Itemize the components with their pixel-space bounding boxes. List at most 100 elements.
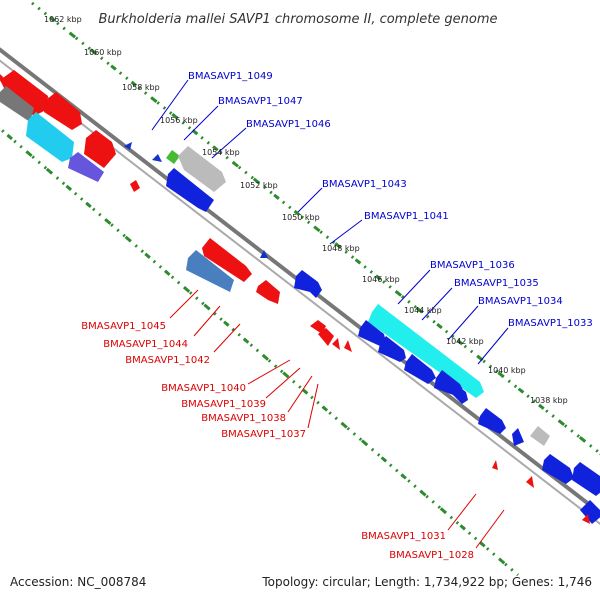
gene-feature [492, 460, 498, 470]
leader-line [183, 105, 219, 141]
gene-feature [310, 320, 326, 334]
gene-label[interactable]: BMASAVP1_1041 [364, 211, 449, 222]
leader-lines [151, 79, 509, 549]
gene-feature [130, 180, 140, 192]
gene-feature [332, 338, 340, 350]
ruler-tick [497, 371, 504, 378]
ruler-tick [89, 48, 97, 55]
gene-label[interactable]: BMASAVP1_1033 [508, 318, 593, 329]
ruler-tick [85, 201, 92, 208]
gene-feature [478, 408, 506, 434]
ruler-tick [124, 235, 132, 242]
gene-feature [0, 86, 34, 122]
gene-feature [260, 250, 268, 258]
ruler-tick [183, 286, 191, 293]
ruler-tick [144, 252, 151, 259]
gene-feature [542, 454, 574, 484]
gene-feature [178, 146, 226, 192]
ruler-tick [395, 290, 403, 297]
gene-label[interactable]: BMASAVP1_1035 [454, 278, 539, 289]
gene-feature [186, 250, 234, 292]
kbp-label: 1050 kbp [282, 213, 320, 222]
gene-feature [368, 304, 484, 398]
gene-feature [530, 426, 550, 446]
ruler-tick [223, 320, 230, 327]
gene-label[interactable]: BMASAVP1_1046 [246, 119, 331, 130]
gene-label[interactable]: BMASAVP1_1028 [389, 550, 474, 561]
leader-line [397, 269, 431, 305]
leader-line [477, 327, 509, 365]
kbp-label: 1052 kbp [240, 181, 278, 190]
ruler-tick [212, 145, 219, 152]
gene-label[interactable]: BMASAVP1_1045 [81, 321, 166, 332]
ruler-tick [558, 419, 566, 426]
gene-feature [358, 320, 386, 346]
ruler-tick [110, 64, 117, 71]
gene-label[interactable]: BMASAVP1_1038 [201, 413, 286, 424]
gene-feature [166, 168, 214, 212]
ruler-tick [273, 193, 280, 200]
kbp-label: 1048 kbp [322, 244, 360, 253]
ruler-tick [232, 161, 240, 168]
kbp-labels: 1062 kbp 1060 kbp 1058 kbp 1056 kbp 1054… [44, 15, 568, 405]
leader-line [151, 79, 189, 131]
leader-line [447, 493, 477, 531]
ruler-tick [26, 150, 33, 158]
ruler-tick [578, 436, 586, 443]
ruler-tick [456, 339, 464, 346]
gene-feature [256, 280, 280, 304]
ruler-tick [301, 388, 309, 395]
ruler-tick [538, 403, 545, 410]
gene-feature [202, 238, 252, 282]
ruler-tick [436, 322, 443, 330]
kbp-label: 1058 kbp [122, 83, 160, 92]
ruler-tick [400, 473, 407, 480]
gene-label[interactable]: BMASAVP1_1042 [125, 355, 210, 366]
ruler-tick [354, 258, 362, 265]
gene-label[interactable]: BMASAVP1_1037 [221, 429, 306, 440]
gene-label[interactable]: BMASAVP1_1036 [430, 260, 515, 271]
gene-feature [238, 264, 248, 276]
accession-text: Accession: NC_008784 [10, 575, 146, 589]
ruler-tick [203, 303, 210, 310]
map-title: Burkholderia mallei SAVP1 chromosome II,… [98, 12, 497, 27]
ruler-tick [104, 218, 112, 225]
gene-feature [0, 70, 48, 116]
leader-line [211, 127, 247, 159]
gene-label[interactable]: BMASAVP1_1043 [322, 179, 407, 190]
ruler-tick [252, 177, 260, 184]
ruler-tick [420, 490, 427, 497]
gene-label[interactable]: BMASAVP1_1034 [478, 296, 563, 307]
ruler-tick [69, 32, 77, 39]
gene-feature [294, 270, 322, 298]
gene-label[interactable]: BMASAVP1_1044 [103, 339, 188, 350]
ruler-tick [150, 96, 158, 103]
leader-line [329, 219, 363, 245]
ruler-tick [321, 405, 329, 412]
leader-line [213, 323, 241, 353]
leader-line [265, 367, 301, 399]
gene-feature [68, 152, 104, 182]
gene-label[interactable]: BMASAVP1_1031 [361, 531, 446, 542]
leader-line [287, 375, 313, 413]
ruler-tick [130, 80, 138, 87]
leader-line [475, 509, 505, 549]
gene-feature [512, 428, 524, 446]
gene-label[interactable]: BMASAVP1_1049 [188, 71, 273, 82]
leader-line [169, 289, 199, 319]
gene-label[interactable]: BMASAVP1_1039 [181, 399, 266, 410]
gene-feature [166, 150, 180, 164]
ruler-ticks [6, 16, 600, 565]
ruler-tick [171, 113, 178, 120]
leader-line [307, 383, 319, 429]
reverse-gene-labels: BMASAVP1_1045 BMASAVP1_1044 BMASAVP1_104… [81, 321, 474, 561]
gene-feature [582, 514, 590, 524]
ruler-tick [439, 507, 447, 514]
gene-feature [152, 154, 162, 162]
ruler-tick [164, 269, 171, 276]
gene-label[interactable]: BMASAVP1_1040 [161, 383, 246, 394]
gene-label[interactable]: BMASAVP1_1047 [218, 96, 303, 107]
ruler-tick [380, 456, 388, 463]
gene-feature [572, 462, 600, 496]
